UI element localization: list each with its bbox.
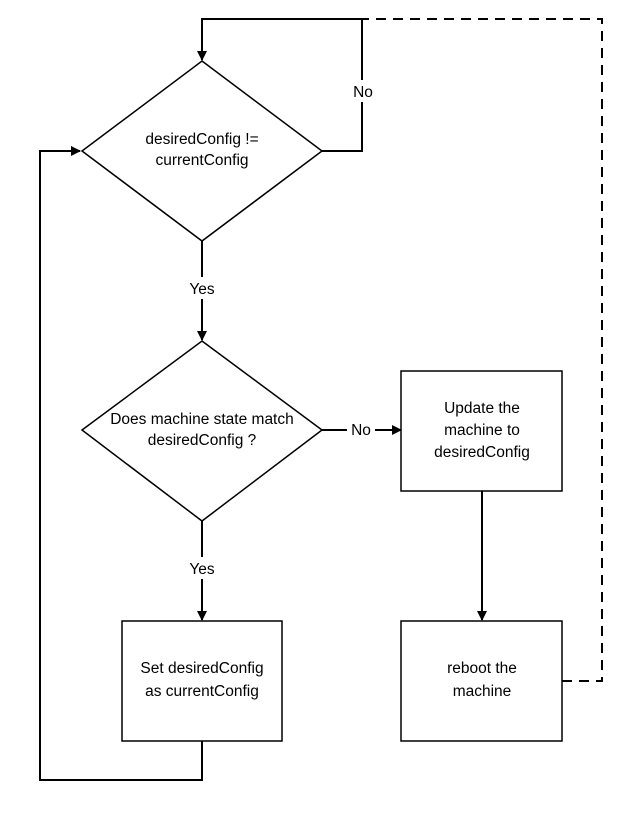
- update-label-line-1: Update the: [444, 400, 520, 417]
- config-no-label: No: [353, 84, 373, 101]
- reboot-label-line-1: reboot the: [447, 660, 517, 677]
- state-yes-label: Yes: [189, 561, 215, 578]
- set-config-label-line-2: as currentConfig: [145, 683, 259, 700]
- state-check-label-line-1: Does machine state match: [110, 411, 294, 428]
- config-check-label-line-1: desiredConfig !=: [145, 131, 258, 148]
- update-label-line-2: machine to: [444, 422, 520, 439]
- set-config-label-line-1: Set desiredConfig: [140, 660, 263, 677]
- config-check-decision: desiredConfig != currentConfig: [80, 60, 324, 242]
- state-check-label-line-2: desiredConfig ?: [148, 432, 257, 449]
- reboot-return-connector: [362, 18, 603, 682]
- reboot-label-line-2: machine: [453, 683, 512, 700]
- set-config-process: Set desiredConfig as currentConfig: [121, 620, 283, 742]
- reboot-process: reboot the machine: [400, 620, 563, 742]
- state-no-label: No: [351, 422, 371, 439]
- config-check-label-line-2: currentConfig: [155, 152, 248, 169]
- update-label-line-3: desiredConfig: [434, 444, 530, 461]
- update-machine-process: Update the machine to desiredConfig: [400, 370, 563, 492]
- config-yes-label: Yes: [189, 281, 215, 298]
- loop-back-connector: [39, 146, 203, 781]
- state-check-decision: Does machine state match desiredConfig ?: [80, 340, 324, 522]
